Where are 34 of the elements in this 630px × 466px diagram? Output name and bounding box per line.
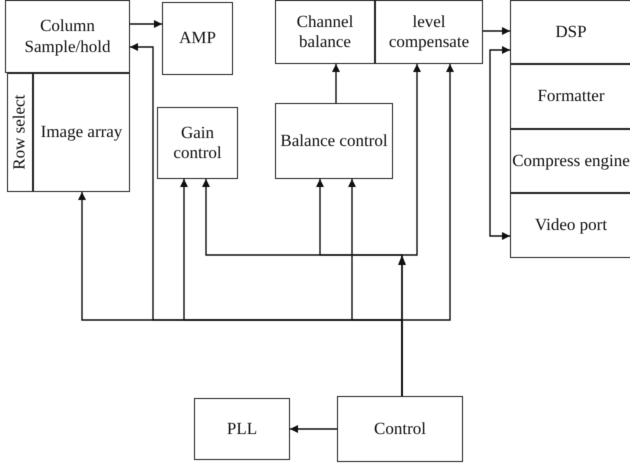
box-label: Gain control	[172, 122, 223, 164]
process-box	[337, 396, 463, 462]
process-box	[162, 2, 233, 75]
arrow	[483, 27, 510, 35]
arrow	[401, 64, 454, 396]
process-box	[7, 73, 33, 192]
box-label: Video port	[534, 215, 608, 236]
process-box	[275, 0, 375, 64]
box-label: Column Sample/hold	[24, 16, 112, 57]
process-box	[275, 103, 393, 179]
process-box	[157, 107, 238, 179]
box-label: Channel balance	[296, 12, 354, 52]
box-label: Control	[374, 418, 426, 440]
arrow	[130, 20, 162, 28]
process-box	[375, 0, 483, 64]
process-box	[510, 129, 630, 193]
box-label: Formatter	[537, 86, 605, 107]
process-box	[194, 398, 290, 460]
box-label: level compensate	[388, 12, 470, 52]
box-label: AMP	[179, 28, 216, 49]
process-box	[510, 193, 630, 258]
box-label: Image array	[40, 122, 122, 143]
process-box	[33, 73, 130, 192]
process-box	[510, 64, 630, 129]
process-box	[510, 0, 630, 64]
process-box	[5, 0, 130, 73]
arrow	[332, 64, 340, 103]
arrow	[489, 46, 510, 240]
box-label: Compress engine	[512, 150, 630, 172]
box-label: Row select	[10, 94, 30, 170]
arrow	[290, 425, 337, 433]
box-label: DSP	[555, 22, 587, 42]
box-label: Balance control	[280, 130, 388, 152]
box-label: PLL	[226, 418, 258, 440]
